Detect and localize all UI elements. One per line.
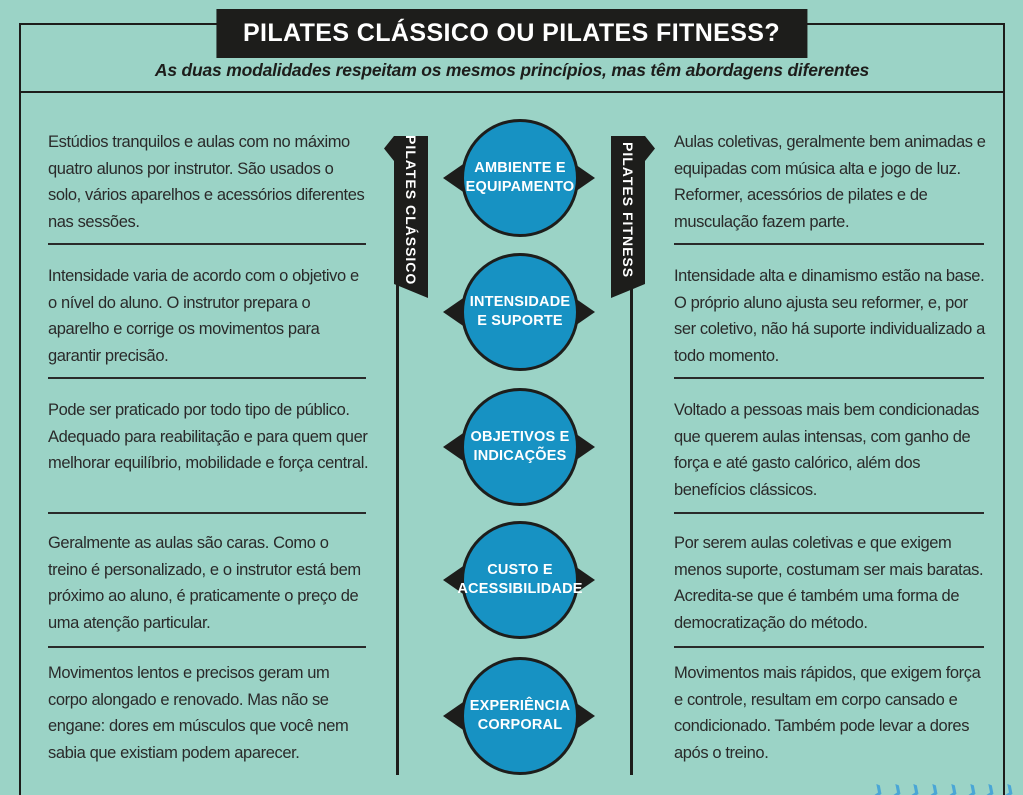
chevron-icon: ❯ <box>888 781 906 795</box>
category-label-line1: AMBIENTE E <box>474 160 566 176</box>
header-divider-line <box>19 91 1005 93</box>
category-label-line2: CORPORAL <box>477 717 563 733</box>
chevron-icon: ❯ <box>963 781 981 795</box>
fitness-text-3: Voltado a pessoas mais bem condicionadas… <box>674 401 980 499</box>
classico-text-3: Pode ser praticado por todo tipo de públ… <box>48 401 369 472</box>
chevron-icon: ❯ <box>944 781 962 795</box>
divider-line <box>48 646 366 648</box>
left-banner-label: PILATES CLÁSSICO <box>403 134 419 286</box>
fitness-text-2: Intensidade alta e dinamismo estão na ba… <box>674 267 985 365</box>
page-subtitle: As duas modalidades respeitam os mesmos … <box>154 60 870 80</box>
category-label-line1: INTENSIDADE <box>469 294 571 310</box>
divider-line <box>674 377 984 379</box>
category-label-line2: INDICAÇÕES <box>473 448 567 464</box>
fitness-text-4: Por serem aulas coletivas e que exigem m… <box>674 534 984 632</box>
divider-line <box>674 512 984 514</box>
category-circle-4: CUSTO E ACESSIBILIDADE <box>457 521 582 639</box>
right-banner-pole <box>630 150 633 775</box>
divider-line <box>48 377 366 379</box>
category-circle-3: OBJETIVOS E INDICAÇÕES <box>461 388 579 506</box>
category-circle-1: AMBIENTE E EQUIPAMENTO <box>461 119 579 237</box>
category-label-line2: EQUIPAMENTO <box>465 179 575 195</box>
category-circle-2: INTENSIDADE E SUPORTE <box>461 253 579 371</box>
classico-text-4: Geralmente as aulas são caras. Como o tr… <box>48 534 361 632</box>
chevron-icon: ❯ <box>869 781 887 795</box>
chevron-icon: ❯ <box>1000 781 1018 795</box>
category-label-line1: EXPERIÊNCIA <box>469 698 571 714</box>
right-banner-label: PILATES FITNESS <box>620 141 636 279</box>
category-label-line1: CUSTO E <box>487 562 553 578</box>
chevron-icon: ❯ <box>907 781 924 795</box>
fitness-text-5: Movimentos mais rápidos, que exigem forç… <box>674 664 981 762</box>
category-label-line2: ACESSIBILIDADE <box>457 581 583 597</box>
divider-line <box>674 243 984 245</box>
classico-text-5: Movimentos lentos e precisos geram um co… <box>48 664 349 762</box>
page-title: PILATES CLÁSSICO OU PILATES FITNESS? <box>215 9 808 58</box>
fitness-text-1: Aulas coletivas, geralmente bem animadas… <box>674 133 986 231</box>
category-label-line2: E SUPORTE <box>477 313 563 329</box>
chevron-decoration-row: ❯ ❯ ❯ ❯ ❯ ❯ ❯ ❯ ❯ <box>869 781 1023 795</box>
classico-text-2: Intensidade varia de acordo com o objeti… <box>48 267 359 365</box>
left-banner-pole <box>396 150 399 775</box>
divider-line <box>674 646 984 648</box>
category-circle-5: EXPERIÊNCIA CORPORAL <box>461 657 579 775</box>
chevron-icon: ❯ <box>982 781 999 795</box>
classico-text-1: Estúdios tranquilos e aulas com no máxim… <box>48 133 365 231</box>
chevron-icon: ❯ <box>1019 781 1023 795</box>
divider-line <box>48 512 366 514</box>
category-label-line1: OBJETIVOS E <box>470 429 570 445</box>
chevron-icon: ❯ <box>925 781 943 795</box>
divider-line <box>48 243 366 245</box>
